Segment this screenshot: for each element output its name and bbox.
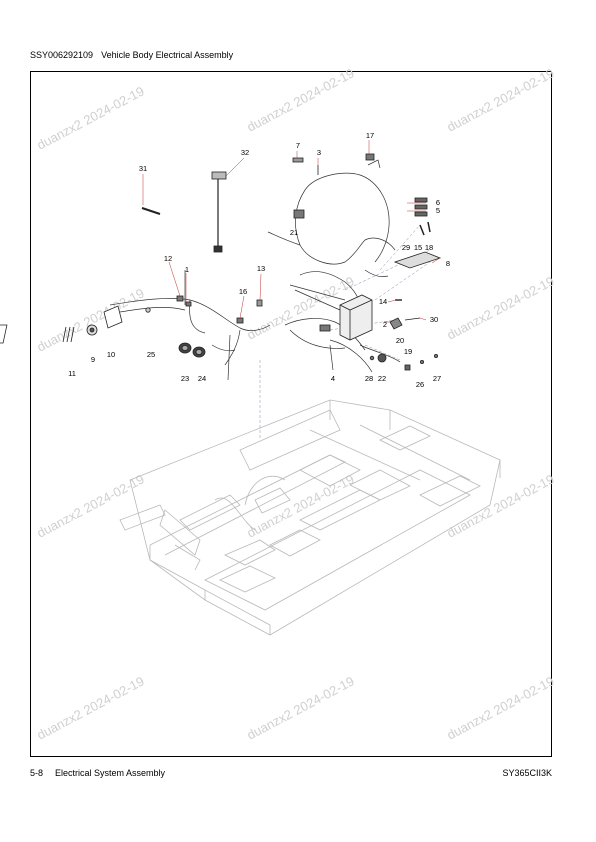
watermark-text: duanzx2 2024-02-19 (244, 65, 356, 134)
watermark-text: duanzx2 2024-02-19 (34, 285, 146, 354)
callout-label: 6 (436, 198, 440, 207)
page-header: SSY006292109 Vehicle Body Electrical Asse… (30, 50, 233, 60)
callout-numbers: 1 2 3 4 5 6 7 8 9 10 11 12 13 14 15 16 1… (68, 131, 450, 389)
callout-label: 13 (257, 264, 265, 273)
callout-label: 27 (433, 374, 441, 383)
model-code: SY365CII3K (502, 768, 552, 778)
callout-label: 1 (185, 265, 189, 274)
callout-label: 15 (414, 243, 422, 252)
callout-label: 9 (91, 355, 95, 364)
watermark-text: duanzx2 2024-02-19 (244, 673, 356, 742)
connector-part (293, 209, 305, 219)
callout-label: 5 (436, 206, 440, 215)
callout-leaders (142, 140, 441, 323)
callout-label: 17 (366, 131, 374, 140)
grille-part (0, 324, 8, 344)
plate-part (393, 251, 442, 269)
watermark-layer: duanzx2 2024-02-19 duanzx2 2024-02-19 du… (34, 65, 556, 742)
rod-part (141, 207, 161, 215)
page-footer-left: 5-8 Electrical System Assembly (30, 768, 165, 778)
callout-label: 32 (241, 148, 249, 157)
callout-label: 29 (402, 243, 410, 252)
watermark-text: duanzx2 2024-02-19 (444, 65, 556, 134)
fuse-part (292, 157, 304, 163)
callout-label: 31 (139, 164, 147, 173)
watermark-text: duanzx2 2024-02-19 (444, 673, 556, 742)
page-number: 5-8 (30, 768, 44, 778)
watermark-text: duanzx2 2024-02-19 (444, 471, 556, 540)
callout-label: 22 (378, 374, 386, 383)
chassis-frame (119, 399, 501, 636)
grommet-part (377, 353, 387, 363)
callout-label: 18 (425, 243, 433, 252)
callout-label: 25 (147, 350, 155, 359)
drawing-frame (30, 71, 552, 757)
watermark-text: duanzx2 2024-02-19 (34, 83, 146, 152)
wire-harnesses (109, 159, 401, 381)
callout-label: 12 (164, 254, 172, 263)
callout-label: 2 (383, 320, 387, 329)
callout-label: 30 (430, 315, 438, 324)
callout-label: 8 (446, 259, 450, 268)
callout-label: 20 (396, 336, 404, 345)
callout-label: 23 (181, 374, 189, 383)
relay-block-part (414, 197, 428, 203)
section-title: Electrical System Assembly (55, 768, 166, 778)
callout-label: 24 (198, 374, 206, 383)
callout-label: 4 (331, 374, 335, 383)
doc-code: SSY006292109 (30, 50, 94, 60)
watermark-text: duanzx2 2024-02-19 (34, 471, 146, 540)
callout-label: 7 (296, 141, 300, 150)
controller-box-part (339, 294, 373, 341)
callout-label: 3 (317, 148, 321, 157)
ground-strap-part (389, 317, 403, 330)
components (0, 153, 442, 371)
callout-label: 28 (365, 374, 373, 383)
callout-label: 14 (379, 297, 387, 306)
watermark-text: duanzx2 2024-02-19 (34, 673, 146, 742)
page-title: Vehicle Body Electrical Assembly (101, 50, 234, 60)
watermark-text: duanzx2 2024-02-19 (444, 273, 556, 342)
relay-part (256, 299, 263, 307)
callout-label: 19 (404, 347, 412, 356)
callout-label: 21 (290, 228, 298, 237)
bracket-part (103, 305, 123, 329)
callout-label: 11 (68, 369, 76, 378)
callout-label: 10 (107, 350, 115, 359)
callout-label: 16 (239, 287, 247, 296)
nut-part (145, 307, 151, 313)
callout-label: 26 (416, 380, 424, 389)
